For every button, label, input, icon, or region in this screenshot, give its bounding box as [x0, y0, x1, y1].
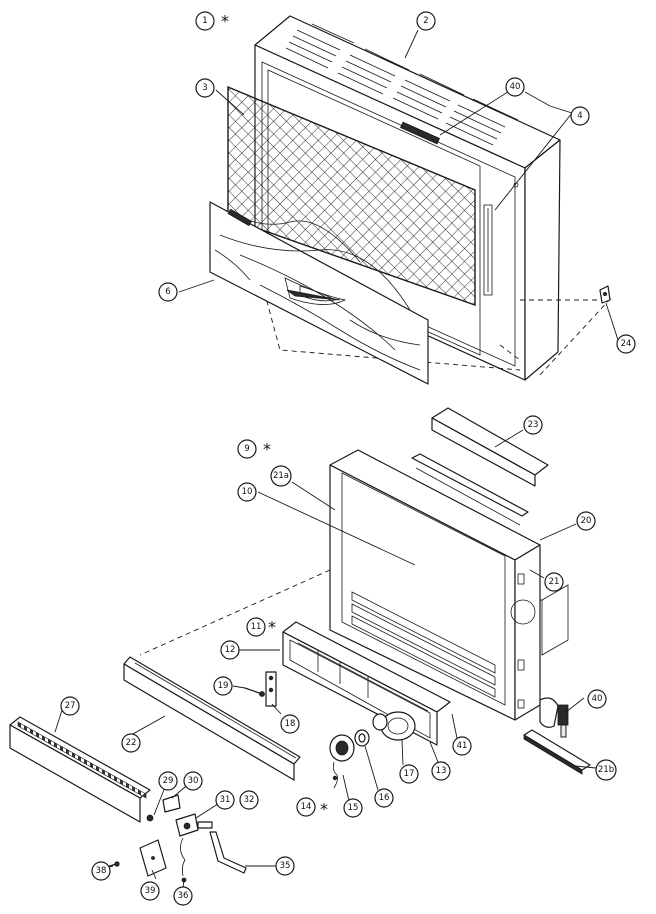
- callout-24: 24: [616, 334, 636, 354]
- part-39-cover-plate: [139, 839, 167, 877]
- callout-20-label: 20: [581, 516, 592, 526]
- callout-24-label: 24: [621, 339, 632, 349]
- callout-20: 20: [576, 511, 596, 531]
- leader-lines: [54, 29, 619, 889]
- callout-2-label: 2: [423, 16, 428, 26]
- callout-21b-label: 21b: [598, 765, 614, 775]
- part-29-fitting: [146, 814, 154, 822]
- callout-41: 41: [452, 736, 472, 756]
- callout-9-label: 9: [244, 444, 249, 454]
- callout-18-label: 18: [285, 719, 296, 729]
- callout-1-label: 1: [202, 16, 207, 26]
- callout-10-label: 10: [242, 487, 253, 497]
- callout-14-label: 14: [301, 802, 312, 812]
- callout-11-label: 11: [251, 622, 262, 632]
- callout-40-bottom: 40: [587, 689, 607, 709]
- callout-19-label: 19: [218, 681, 229, 691]
- part-30-plate: [162, 794, 181, 813]
- callout-38-label: 38: [96, 866, 107, 876]
- callout-21a-label: 21a: [273, 471, 289, 481]
- callout-15-label: 15: [348, 803, 359, 813]
- callout-11: 11: [246, 617, 266, 637]
- part-35-lever: [209, 831, 247, 874]
- callout-18: 18: [280, 714, 300, 734]
- callout-36: 36: [173, 886, 193, 906]
- callout-40-top: 40: [505, 77, 525, 97]
- callout-22-label: 22: [126, 738, 137, 748]
- heat-exchanger-box: [139, 449, 591, 775]
- callout-3-label: 3: [202, 83, 207, 93]
- part-36-spring: [180, 837, 187, 883]
- part-31-valve: [175, 813, 213, 837]
- part-27-burner-tube: [9, 716, 151, 823]
- callout-17: 17: [399, 764, 419, 784]
- callout-23-label: 23: [528, 420, 539, 430]
- part-18-bracket: [265, 671, 277, 707]
- callout-1: 1: [195, 11, 215, 31]
- callout-22: 22: [121, 733, 141, 753]
- callout-35: 35: [275, 856, 295, 876]
- top-louvers: [285, 23, 519, 146]
- part-24-clip: [599, 285, 611, 304]
- part-40-thermocouple-bracket: [539, 697, 569, 738]
- callout-2: 2: [416, 11, 436, 31]
- star-marker-14: *: [320, 800, 328, 819]
- callout-16-label: 16: [379, 793, 390, 803]
- callout-40-top-label: 40: [510, 82, 521, 92]
- callout-6-label: 6: [165, 287, 170, 297]
- callout-36-label: 36: [178, 891, 189, 901]
- callout-13-label: 13: [436, 766, 447, 776]
- callout-39-label: 39: [145, 886, 156, 896]
- callout-12-label: 12: [225, 645, 236, 655]
- callout-32-label: 32: [244, 795, 255, 805]
- callout-29-label: 29: [163, 776, 174, 786]
- callout-27: 27: [60, 696, 80, 716]
- callout-39: 39: [140, 881, 160, 901]
- callout-29: 29: [158, 771, 178, 791]
- callout-21a: 21a: [270, 465, 292, 487]
- callout-3: 3: [195, 78, 215, 98]
- callout-12: 12: [220, 640, 240, 660]
- callout-31: 31: [215, 790, 235, 810]
- pilot-cap-15: [329, 734, 355, 789]
- callout-27-label: 27: [65, 701, 76, 711]
- grille-screen: [227, 85, 476, 306]
- callout-9: 9: [237, 439, 257, 459]
- callout-17-label: 17: [404, 769, 415, 779]
- callout-10: 10: [237, 482, 257, 502]
- callout-30: 30: [183, 771, 203, 791]
- callout-21: 21: [544, 572, 564, 592]
- callout-21b: 21b: [595, 759, 617, 781]
- star-marker-11: *: [268, 618, 276, 637]
- part-23-top-baffle: [431, 407, 549, 487]
- callout-41-label: 41: [457, 741, 468, 751]
- ring-16: [354, 729, 370, 747]
- wood-grain-panel: [209, 201, 429, 385]
- callout-38: 38: [91, 861, 111, 881]
- callout-4: 4: [570, 106, 590, 126]
- callout-4-label: 4: [577, 111, 582, 121]
- callout-16: 16: [374, 788, 394, 808]
- star-marker-1: *: [221, 12, 229, 31]
- callout-19: 19: [213, 676, 233, 696]
- callout-30-label: 30: [188, 776, 199, 786]
- callout-15: 15: [343, 798, 363, 818]
- part-22-base-trim: [123, 656, 301, 781]
- callout-32: 32: [239, 790, 259, 810]
- callout-40-bottom-label: 40: [592, 694, 603, 704]
- callout-14: 14: [296, 797, 316, 817]
- part-19-screw: [244, 687, 265, 697]
- callout-21-label: 21: [549, 577, 560, 587]
- callout-13: 13: [431, 761, 451, 781]
- burner-ring-17: [372, 711, 416, 741]
- callout-6: 6: [158, 282, 178, 302]
- callout-35-label: 35: [280, 861, 291, 871]
- star-marker-9: *: [263, 440, 271, 459]
- callout-31-label: 31: [220, 795, 231, 805]
- callout-23: 23: [523, 415, 543, 435]
